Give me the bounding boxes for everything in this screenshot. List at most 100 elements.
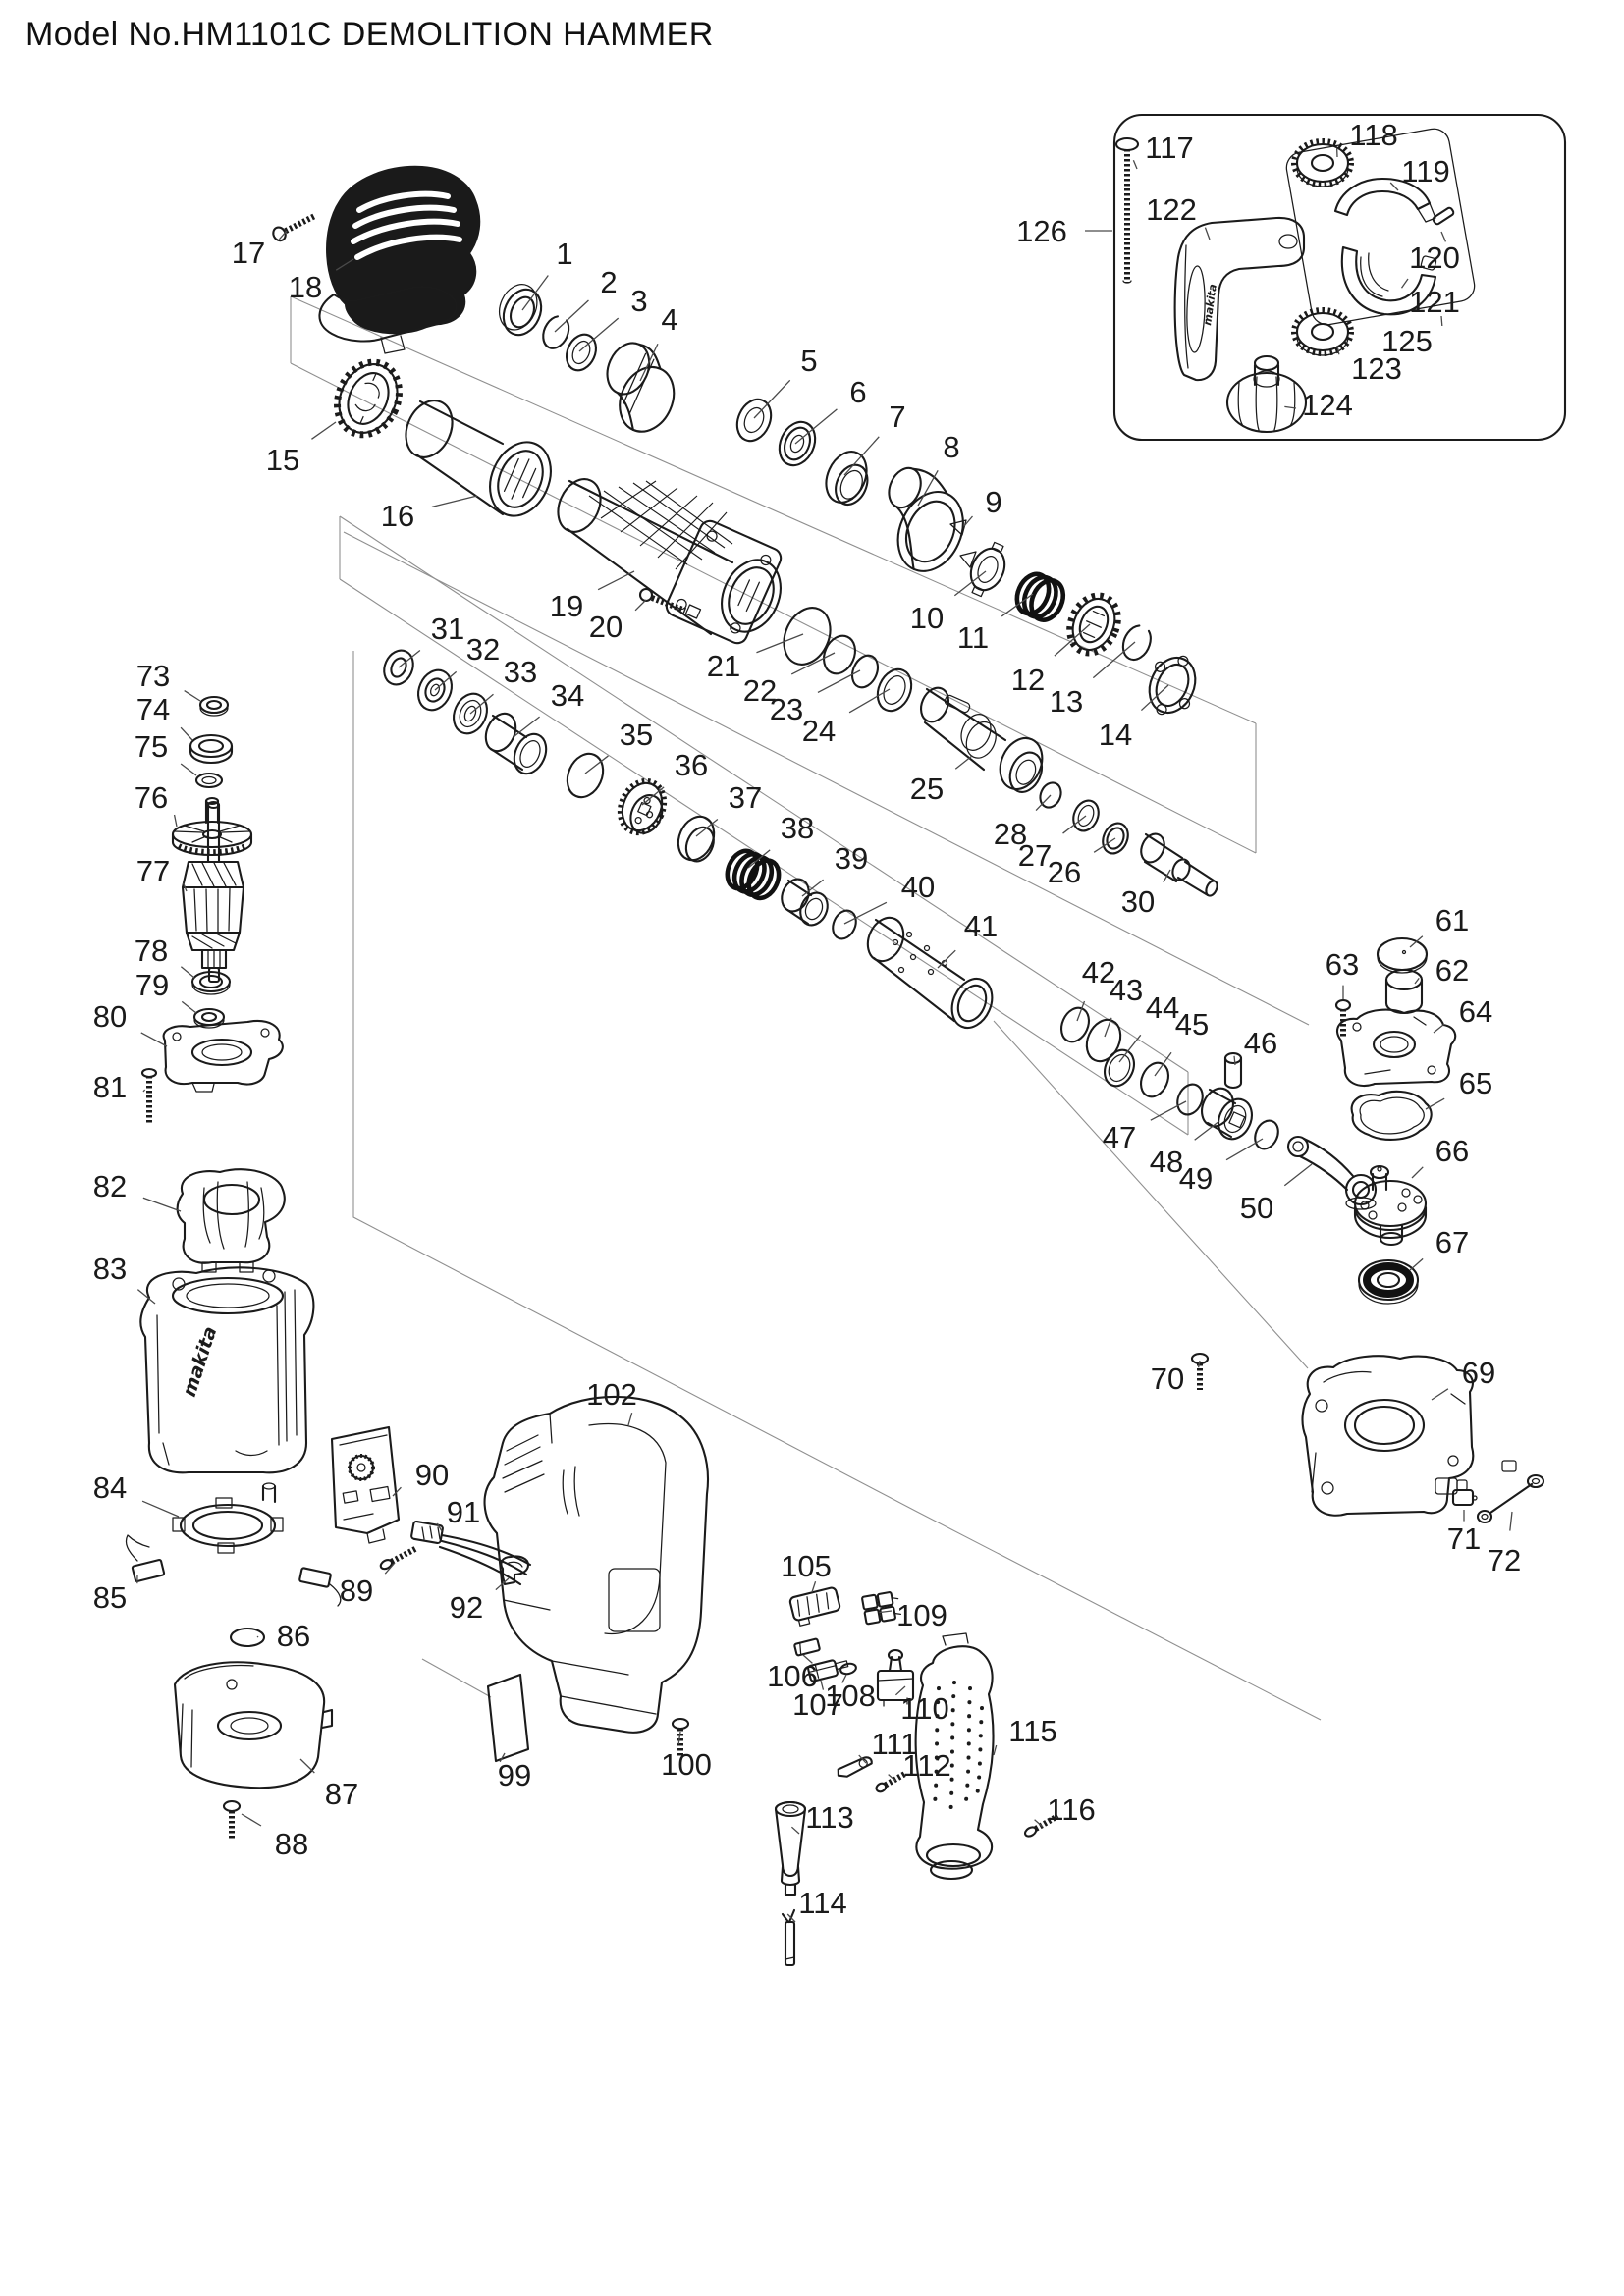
pin-shape-120	[1432, 206, 1455, 226]
part-label-124: 124	[1302, 388, 1353, 422]
leader-line-82	[142, 1197, 182, 1212]
leader-line-88	[241, 1813, 262, 1827]
rear-cover-shape-87	[173, 1661, 334, 1789]
leader-line-78	[180, 966, 195, 979]
part-label-31: 31	[431, 612, 464, 646]
part-label-116: 116	[1047, 1792, 1095, 1827]
part-label-118: 118	[1349, 118, 1397, 152]
leader-line-26	[1093, 837, 1116, 853]
part-label-21: 21	[707, 649, 740, 683]
part-label-62: 62	[1435, 953, 1469, 988]
clamp-upper-shape-119	[1333, 177, 1436, 223]
leader-line-5	[753, 379, 791, 419]
leader-line-124	[1284, 405, 1297, 409]
leader-line-65	[1425, 1097, 1445, 1110]
mid-assembly	[383, 649, 1378, 1210]
ring-shape-7	[825, 451, 869, 507]
boot-shape-8	[888, 466, 964, 572]
leader-line-83	[136, 1289, 156, 1305]
leader-line-121	[1400, 278, 1409, 289]
part-label-75: 75	[135, 729, 168, 764]
bearing-shape-67	[1357, 1258, 1420, 1305]
part-label-8: 8	[943, 430, 959, 464]
carbon-brush-shape-85	[125, 1534, 342, 1607]
part-label-120: 120	[1409, 240, 1460, 275]
part-label-78: 78	[135, 934, 168, 968]
part-label-35: 35	[620, 718, 653, 752]
gear-washer-shape-118	[1291, 138, 1354, 187]
part-label-126: 126	[1016, 214, 1067, 248]
part-label-50: 50	[1240, 1191, 1273, 1225]
leader-line-73	[184, 690, 201, 702]
leader-line-87	[299, 1758, 315, 1774]
bearing-retainer-shape-80	[162, 1020, 284, 1093]
barrel-shape-19	[557, 478, 783, 645]
part-label-125: 125	[1381, 324, 1433, 358]
part-label-61: 61	[1435, 903, 1469, 937]
part-label-5: 5	[800, 344, 817, 378]
leader-line-42	[1076, 1000, 1086, 1022]
cap-shape-4	[606, 342, 676, 433]
screw-shape-116	[1023, 1813, 1059, 1838]
part-labels-layer: 1234567891011121314151617181920212223242…	[93, 118, 1521, 1923]
motor-housing-shape-83: makita	[139, 1266, 315, 1474]
part-label-28: 28	[994, 817, 1027, 851]
washer-shape-75	[194, 772, 224, 789]
part-label-114: 114	[798, 1886, 846, 1920]
part-label-23: 23	[770, 692, 803, 726]
leader-line-20	[634, 599, 647, 612]
top-assembly	[272, 165, 1218, 897]
part-label-102: 102	[586, 1377, 637, 1412]
part-label-45: 45	[1175, 1007, 1209, 1041]
brand-mark-housing: makita	[179, 1324, 222, 1400]
part-label-41: 41	[964, 909, 998, 943]
leader-line-18	[335, 258, 354, 271]
leader-line-72	[1509, 1511, 1513, 1531]
part-label-43: 43	[1110, 973, 1143, 1007]
gasket-shape-65	[1350, 1090, 1433, 1141]
o-ring-shape-23	[850, 654, 880, 689]
leader-line-12	[1054, 623, 1091, 657]
part-label-40: 40	[901, 870, 935, 904]
ring-shape-1	[498, 284, 543, 337]
part-label-12: 12	[1011, 663, 1045, 697]
leader-line-7	[843, 436, 880, 476]
piston-cap-shape-39	[781, 878, 829, 927]
connector-block-shape-109	[861, 1591, 902, 1626]
cap-shape-61	[1376, 936, 1429, 974]
leader-line-9	[963, 515, 973, 527]
part-label-2: 2	[600, 265, 617, 299]
part-label-84: 84	[93, 1470, 127, 1505]
part-label-109: 109	[896, 1598, 947, 1632]
part-label-70: 70	[1151, 1362, 1184, 1396]
bearing-shape-73	[198, 695, 230, 717]
leader-line-61	[1409, 935, 1424, 948]
leader-line-27	[1062, 815, 1087, 834]
brush-holder-shape-84	[172, 1482, 284, 1554]
ring-shape-27	[1072, 799, 1100, 832]
part-label-15: 15	[266, 443, 299, 477]
leader-line-86	[256, 1635, 259, 1638]
part-label-49: 49	[1179, 1161, 1213, 1196]
spring-shape-11	[1014, 571, 1066, 622]
part-label-25: 25	[910, 772, 944, 806]
leader-line-13	[1092, 641, 1136, 679]
leader-line-122	[1204, 227, 1211, 240]
leader-line-34	[514, 716, 540, 737]
leader-line-91	[436, 1522, 443, 1532]
spring-shape-38	[725, 848, 782, 901]
washer-shape-74	[189, 733, 234, 765]
clutch-cam-shape-36	[617, 777, 668, 836]
leader-line-70	[1197, 1360, 1201, 1368]
part-label-17: 17	[232, 236, 265, 270]
leader-line-75	[180, 763, 197, 776]
seal-shape-26	[1102, 822, 1129, 855]
pin-shape-108	[839, 1662, 857, 1676]
leader-line-114	[786, 1913, 796, 1923]
connecting-rod-shape-50	[1286, 1135, 1378, 1210]
washer-shape-3	[566, 333, 597, 372]
part-label-85: 85	[93, 1580, 127, 1615]
part-label-87: 87	[325, 1777, 358, 1811]
leader-line-119	[1389, 182, 1399, 191]
circlip-shape-13	[1121, 624, 1152, 661]
